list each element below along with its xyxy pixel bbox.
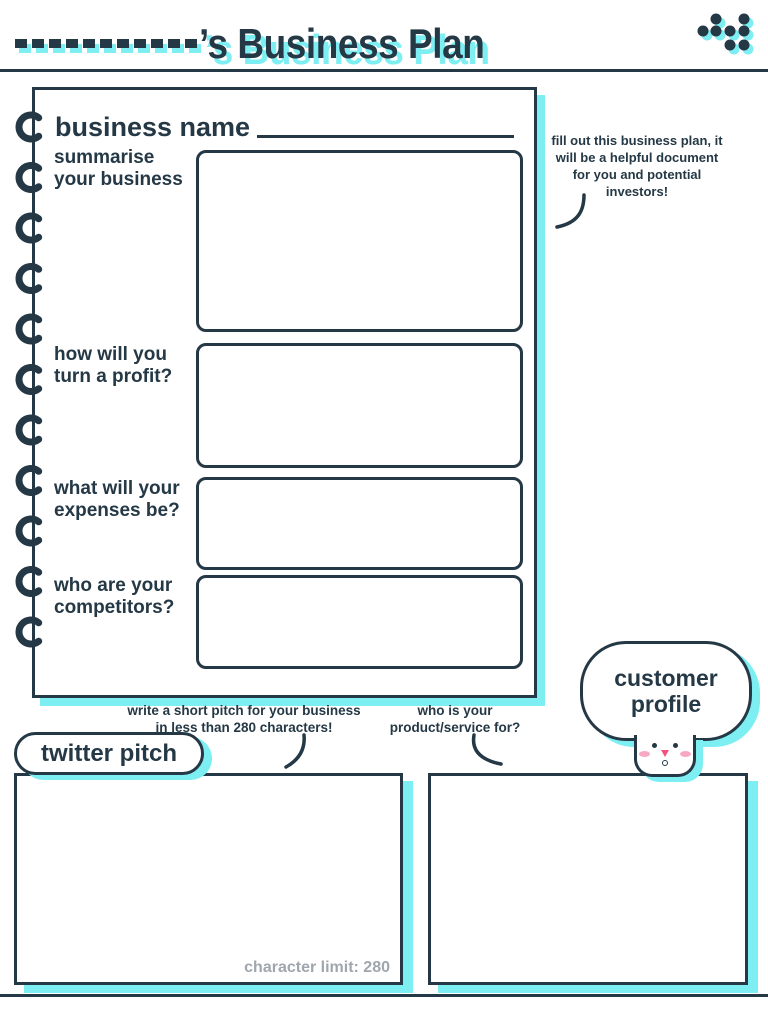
summary-box[interactable] — [196, 150, 523, 332]
twitter-pitch-pill: twitter pitch — [14, 732, 204, 775]
customer-profile-box[interactable] — [428, 773, 748, 985]
twitter-note-connector — [284, 733, 306, 769]
section-label-summarise: summarise your business — [54, 147, 183, 190]
competitors-box[interactable] — [196, 575, 523, 669]
mascot-mouth-icon — [662, 760, 668, 766]
profit-box[interactable] — [196, 343, 523, 468]
twitter-pitch-box[interactable]: character limit: 280 — [14, 773, 403, 985]
business-name-label: business name — [55, 112, 251, 142]
expenses-box[interactable] — [196, 477, 523, 570]
section-label-expenses: what will your expenses be? — [54, 478, 180, 521]
twitter-pitch-note: write a short pitch for your business in… — [127, 703, 361, 735]
name-blank-dashes[interactable] — [15, 39, 197, 48]
customer-profile-bubble: customer profile — [580, 641, 752, 741]
spiral-binding-icon — [15, 111, 43, 648]
customer-profile-note: who is your product/service for? — [389, 703, 521, 735]
page-title: ’s Business Plan — [199, 20, 485, 67]
section-label-competitors: who are your competitors? — [54, 575, 175, 618]
intro-note-connector — [555, 193, 586, 229]
mascot-nose-icon — [661, 750, 669, 757]
twitter-pitch-label: twitter pitch — [41, 739, 177, 767]
mascot-left-cheek-icon — [639, 751, 650, 757]
mascot-left-eye-icon — [652, 743, 657, 748]
char-limit-label: character limit: 280 — [244, 959, 390, 976]
top-divider — [0, 69, 768, 72]
customer-note-connector — [471, 733, 503, 766]
section-label-profit: how will you turn a profit? — [54, 344, 173, 387]
bottom-divider — [0, 994, 768, 997]
customer-profile-label: customer profile — [614, 664, 718, 717]
intro-note: fill out this business plan, it will be … — [551, 133, 723, 199]
name-blank-dashes-shadow — [19, 44, 201, 53]
mascot-right-eye-icon — [673, 743, 678, 748]
mascot-right-cheek-icon — [680, 751, 691, 757]
business-name-line[interactable] — [257, 135, 514, 138]
dots-cluster-logo-icon — [697, 13, 754, 55]
